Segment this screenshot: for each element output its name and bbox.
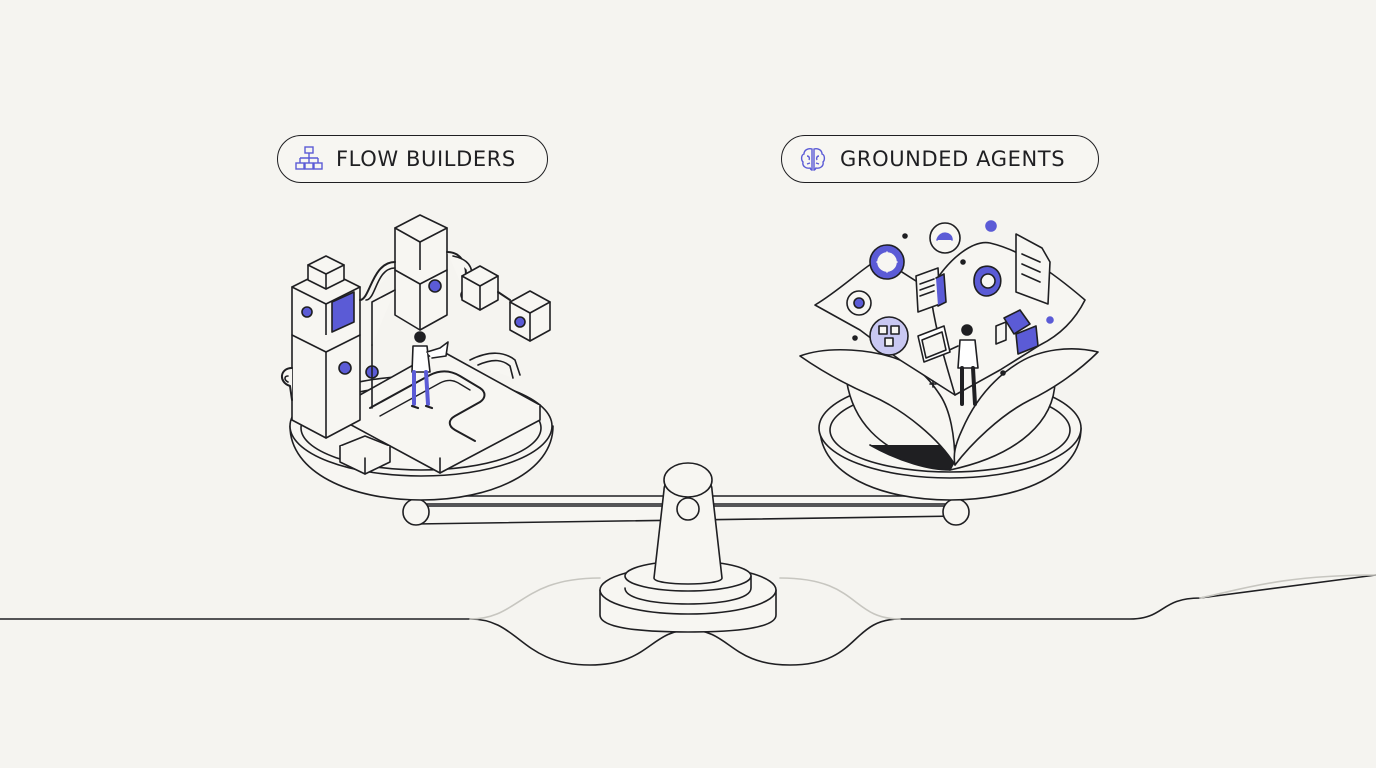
flowchart-icon bbox=[295, 146, 323, 170]
agent-box bbox=[799, 220, 1099, 471]
brain-icon bbox=[800, 148, 826, 171]
ground-line bbox=[0, 574, 1376, 666]
grounded-agents-label: GROUNDED AGENTS bbox=[781, 135, 1099, 183]
flow-builders-text: FLOW BUILDERS bbox=[336, 147, 516, 171]
flow-builders-label: FLOW BUILDERS bbox=[277, 135, 548, 183]
grounded-agents-text: GROUNDED AGENTS bbox=[840, 147, 1066, 171]
flow-machinery bbox=[281, 214, 551, 475]
scale-stand bbox=[599, 462, 777, 633]
